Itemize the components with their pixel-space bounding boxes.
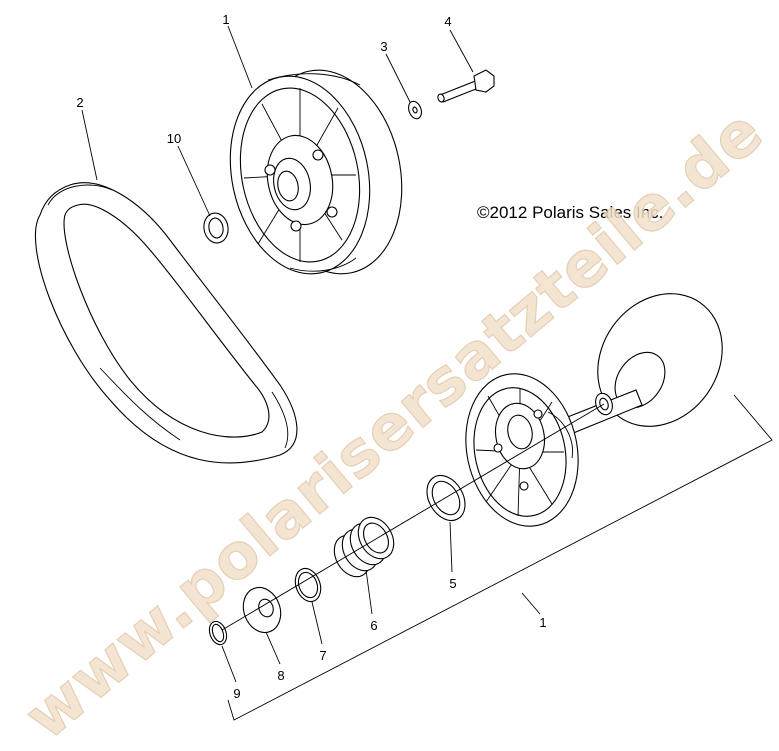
callout-9: 9 [233,686,240,701]
drive-belt [35,182,298,464]
snap-ring [208,620,228,646]
leader-lines [81,25,541,683]
washer [408,100,422,120]
thrust-washer [242,586,282,634]
driven-clutch [465,373,579,527]
callout-3: 3 [380,39,387,54]
callout-1-assembly: 1 [539,615,546,630]
callout-5: 5 [449,576,456,591]
callout-4: 4 [444,14,451,29]
callout-1-top: 1 [222,12,229,27]
retaining-ring-7 [294,567,322,603]
callout-10: 10 [167,131,181,146]
bolt [437,69,495,103]
callout-6: 6 [370,618,377,633]
callout-8: 8 [277,668,284,683]
seal-ring [426,474,466,522]
assembly-bracket [227,394,773,721]
spring [333,516,395,578]
primary-sheave [559,293,723,437]
copyright-notice: ©2012 Polaris Sales Inc. [477,203,663,222]
assembly-axis [221,403,605,631]
spacer-ring [203,212,229,244]
callout-7: 7 [319,648,326,663]
callout-2: 2 [76,95,83,110]
pulley-top [229,69,403,275]
